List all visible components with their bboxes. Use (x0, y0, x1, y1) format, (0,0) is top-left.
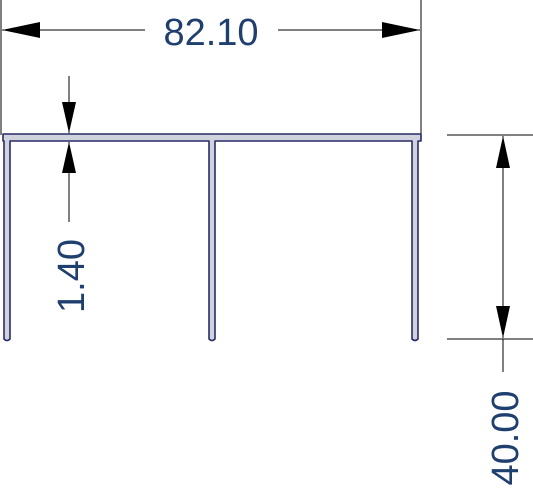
height-dimension-label: 40.00 (485, 390, 527, 485)
height-arrow-bottom (496, 306, 510, 338)
height-dimension: 40.00 (447, 134, 533, 486)
thickness-dimension: 1.40 (51, 76, 93, 313)
thickness-arrow-top (62, 102, 76, 133)
width-arrow-right (382, 22, 420, 38)
thickness-dimension-label: 1.40 (51, 239, 93, 313)
profile-cross-section (2, 133, 422, 342)
height-arrow-top (496, 136, 510, 168)
width-dimension: 82.10 (0, 0, 422, 135)
thickness-arrow-bottom (62, 142, 76, 173)
profile-outline (2, 133, 422, 342)
width-dimension-label: 82.10 (163, 12, 258, 54)
width-arrow-left (2, 22, 40, 38)
